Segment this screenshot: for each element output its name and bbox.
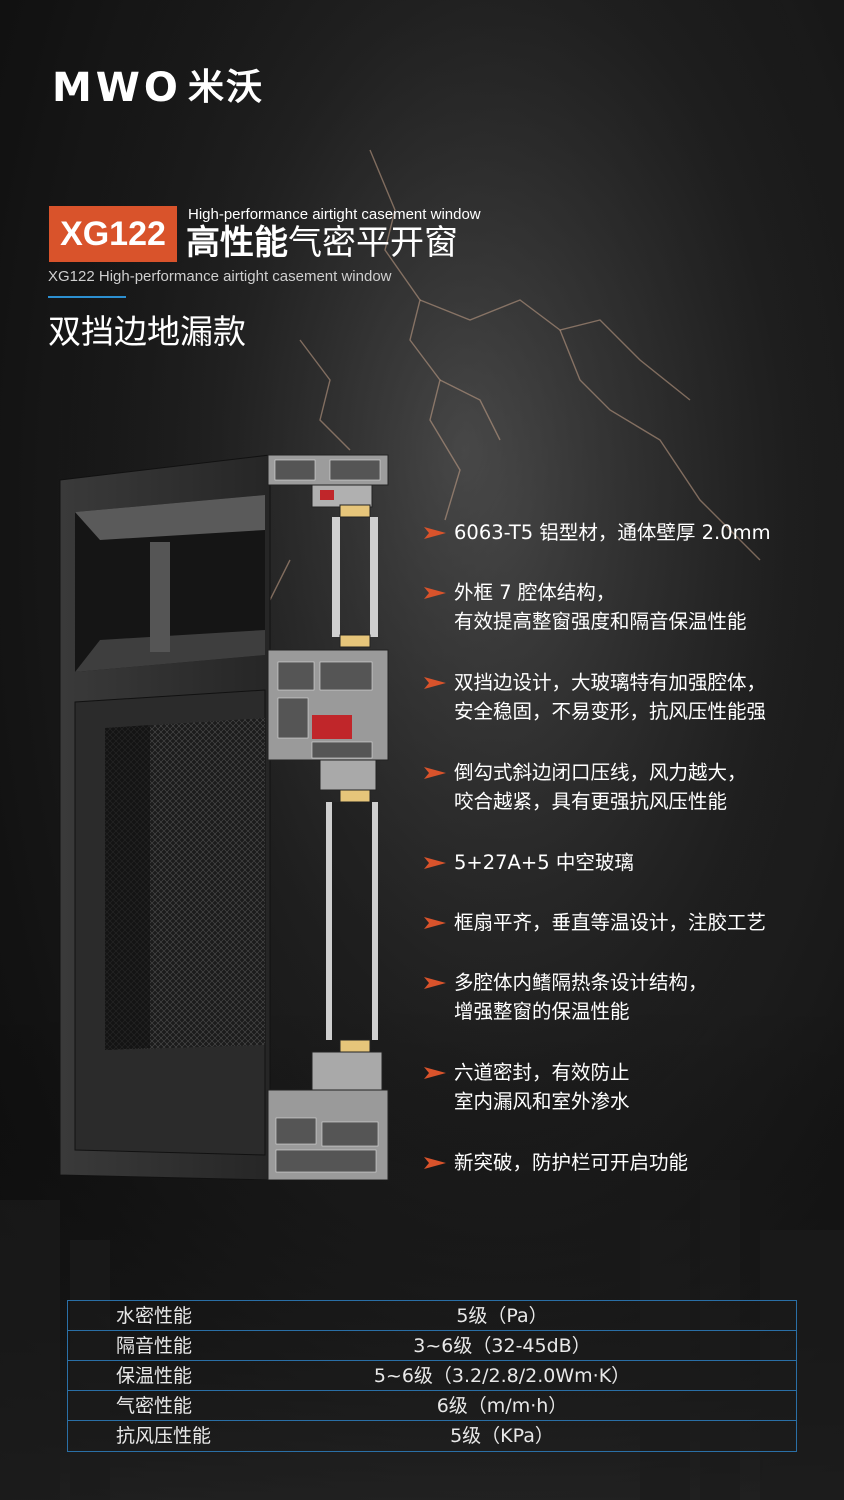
performance-spec-table: 水密性能 5级（Pa） 隔音性能 3~6级（32-45dB） 保温性能 5~6级… <box>67 1300 797 1452</box>
spec-value: 3~6级（32-45dB） <box>413 1335 591 1357</box>
title-chinese: 高性能气密平开窗 <box>186 222 458 264</box>
arrow-bullet-icon <box>424 1067 446 1079</box>
feature-text: 5+27A+5 中空玻璃 <box>454 851 634 874</box>
table-row: 抗风压性能 5级（KPa） <box>68 1421 796 1451</box>
spec-value: 5级（Pa） <box>456 1305 548 1327</box>
subtitle-english: XG122 High-performance airtight casement… <box>48 268 392 285</box>
arrow-bullet-icon <box>424 977 446 989</box>
feature-text: 双挡边设计，大玻璃特有加强腔体，安全稳固，不易变形，抗风压性能强 <box>454 671 767 723</box>
feature-item: 框扇平齐，垂直等温设计，注胶工艺 <box>424 908 766 937</box>
feature-text: 外框 7 腔体结构，有效提高整窗强度和隔音保温性能 <box>454 581 747 633</box>
table-row: 气密性能 6级（m/m·h） <box>68 1391 796 1421</box>
arrow-bullet-icon <box>424 677 446 689</box>
feature-text: 六道密封，有效防止室内漏风和室外渗水 <box>454 1061 630 1113</box>
logo-wordmark: MWO <box>52 65 182 111</box>
feature-item: 双挡边设计，大玻璃特有加强腔体，安全稳固，不易变形，抗风压性能强 <box>424 668 766 726</box>
feature-item: 6063-T5 铝型材，通体壁厚 2.0mm <box>424 518 771 547</box>
title-chinese-bold: 高性能 <box>186 223 288 263</box>
logo-chinese: 米沃 <box>187 67 264 108</box>
title-divider <box>48 296 126 298</box>
spec-label: 水密性能 <box>116 1305 193 1327</box>
feature-text: 多腔体内鳍隔热条设计结构，增强整窗的保温性能 <box>454 971 708 1023</box>
brand-logo: MWO 米沃 <box>52 68 264 108</box>
feature-item: 倒勾式斜边闭口压线，风力越大，咬合越紧，具有更强抗风压性能 <box>424 758 747 816</box>
arrow-bullet-icon <box>424 767 446 779</box>
table-row: 保温性能 5~6级（3.2/2.8/2.0Wm·K） <box>68 1361 796 1391</box>
feature-item: 外框 7 腔体结构，有效提高整窗强度和隔音保温性能 <box>424 578 747 636</box>
variant-title: 双挡边地漏款 <box>48 312 246 351</box>
arrow-bullet-icon <box>424 917 446 929</box>
table-row: 隔音性能 3~6级（32-45dB） <box>68 1331 796 1361</box>
arrow-bullet-icon <box>424 587 446 599</box>
spec-value: 5~6级（3.2/2.8/2.0Wm·K） <box>373 1365 631 1387</box>
spec-label: 保温性能 <box>116 1365 193 1387</box>
table-row: 水密性能 5级（Pa） <box>68 1301 796 1331</box>
feature-item: 5+27A+5 中空玻璃 <box>424 848 634 877</box>
feature-text: 框扇平齐，垂直等温设计，注胶工艺 <box>454 911 767 934</box>
feature-item: 六道密封，有效防止室内漏风和室外渗水 <box>424 1058 630 1116</box>
arrow-bullet-icon <box>424 1157 446 1169</box>
arrow-bullet-icon <box>424 527 446 539</box>
spec-label: 气密性能 <box>116 1395 193 1417</box>
model-badge: XG122 <box>49 206 177 262</box>
feature-text: 倒勾式斜边闭口压线，风力越大，咬合越紧，具有更强抗风压性能 <box>454 761 747 813</box>
title-chinese-rest: 气密平开窗 <box>288 223 458 263</box>
arrow-bullet-icon <box>424 857 446 869</box>
feature-item: 多腔体内鳍隔热条设计结构，增强整窗的保温性能 <box>424 968 708 1026</box>
feature-item: 新突破，防护栏可开启功能 <box>424 1148 688 1177</box>
spec-label: 隔音性能 <box>116 1335 193 1357</box>
spec-value: 6级（m/m·h） <box>436 1395 568 1417</box>
title-english: High-performance airtight casement windo… <box>188 206 481 223</box>
window-cross-section-illustration <box>59 454 389 1180</box>
feature-text: 新突破，防护栏可开启功能 <box>454 1151 689 1174</box>
feature-text: 6063-T5 铝型材，通体壁厚 2.0mm <box>454 521 771 544</box>
spec-label: 抗风压性能 <box>116 1425 212 1447</box>
spec-value: 5级（KPa） <box>450 1425 554 1447</box>
